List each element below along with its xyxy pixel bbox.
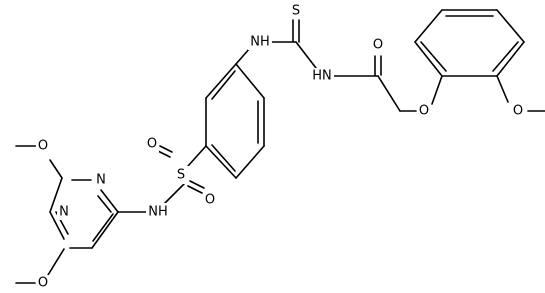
- bond: [211, 70, 236, 100]
- bond: [496, 41, 525, 77]
- bond: [492, 41, 519, 72]
- bond: [235, 47, 251, 65]
- bond: [49, 159, 63, 179]
- bond: [189, 180, 205, 189]
- bond: [205, 145, 237, 179]
- bond-layer: [15, 9, 545, 284]
- atom-label: O: [38, 276, 48, 291]
- atom-label: O: [38, 139, 48, 154]
- atom-o-methoxy-lower: O: [36, 275, 50, 292]
- bond: [47, 248, 65, 276]
- atom-nh-thiourea-left: NH: [248, 33, 272, 50]
- atom-s-thio: S: [289, 3, 303, 19]
- atom-label: N: [96, 173, 106, 188]
- bond: [49, 211, 65, 240]
- bond: [496, 9, 525, 43]
- atom-o-carbonyl: O: [371, 37, 385, 54]
- bond: [211, 144, 236, 172]
- bond: [496, 75, 509, 103]
- bond: [235, 63, 265, 99]
- bond: [92, 213, 114, 242]
- atom-label: O: [205, 193, 215, 208]
- bond: [187, 185, 203, 194]
- atom-label: O: [373, 38, 383, 53]
- bond: [205, 63, 237, 99]
- atom-o-ether: O: [417, 102, 431, 119]
- atom-label: S: [292, 4, 300, 19]
- atom-label: HN: [312, 69, 332, 84]
- atom-label: NH: [250, 35, 270, 50]
- atom-o-sulfonyl-top: O: [145, 136, 159, 153]
- bond: [295, 41, 317, 69]
- bond: [49, 177, 63, 213]
- atom-o-methoxy-upper: O: [36, 137, 50, 154]
- bond: [414, 41, 443, 77]
- atom-nh-thiourea-right: HN: [310, 68, 334, 85]
- atom-o-methoxy-phenyl: O: [511, 102, 525, 119]
- bond: [91, 211, 119, 249]
- bond: [157, 150, 171, 158]
- atom-n-pyrimidine-upper: N: [94, 172, 108, 189]
- bond: [187, 145, 207, 167]
- atom-label: O: [147, 137, 157, 152]
- atom-label: N: [59, 205, 69, 220]
- bond: [97, 195, 112, 213]
- atom-label: S: [177, 168, 185, 183]
- atom-label: O: [419, 104, 429, 119]
- bond: [420, 41, 447, 72]
- atom-s-sulfonyl: S: [173, 166, 189, 184]
- atom-n-pyrimidine-lower: N: [57, 203, 71, 220]
- bond: [100, 189, 119, 213]
- atom-nh-sulfonamide: NH: [146, 203, 170, 220]
- atom-label-layer: S NH HN O O O S O: [36, 3, 525, 292]
- atom-label: NH: [148, 205, 168, 220]
- bond: [377, 75, 401, 112]
- bond: [159, 145, 173, 153]
- bond: [235, 145, 265, 179]
- atom-label: O: [513, 104, 523, 119]
- bond: [414, 9, 443, 43]
- atom-o-sulfonyl-bottom: O: [203, 192, 217, 209]
- bond: [431, 75, 443, 105]
